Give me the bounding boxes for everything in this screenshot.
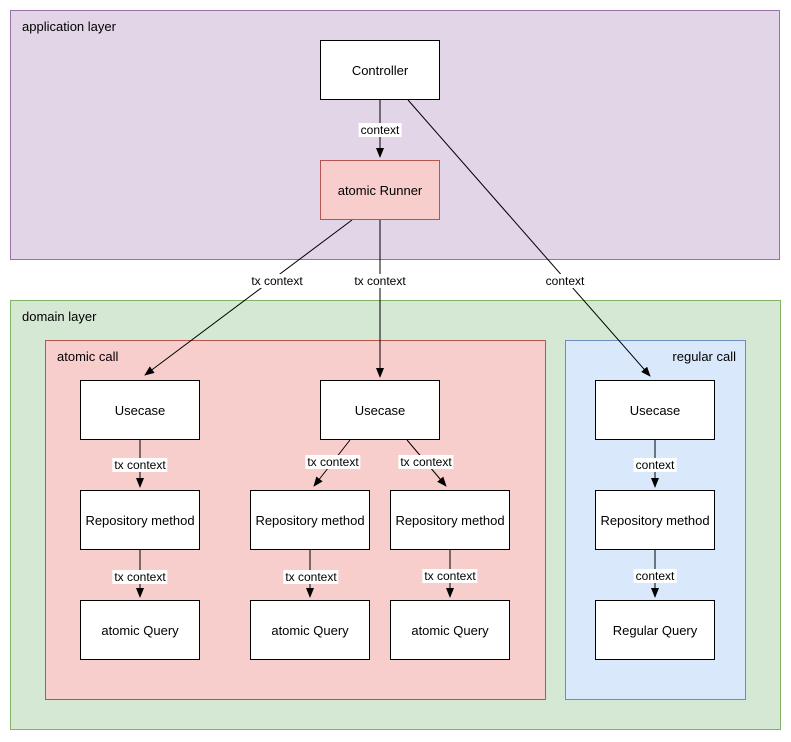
node-repository-atomic-2: Repository method: [250, 490, 370, 550]
node-query-atomic-3: atomic Query: [390, 600, 510, 660]
node-controller-label: Controller: [351, 62, 409, 78]
node-usecase-atomic-1: Usecase: [80, 380, 200, 440]
node-usecase-regular-label: Usecase: [629, 402, 681, 418]
node-usecase-atomic-1-label: Usecase: [114, 402, 166, 418]
application-layer-label: application layer: [22, 19, 116, 34]
atomic-call-label: atomic call: [57, 349, 119, 364]
regular-call-label: regular call: [672, 349, 736, 364]
edge-label-regular-usecase-to-repo: context: [633, 458, 677, 472]
edge-label-repo1-to-query1: tx context: [112, 570, 168, 584]
node-usecase-regular: Usecase: [595, 380, 715, 440]
edge-label-controller-to-runner: context: [358, 123, 402, 137]
node-repository-atomic-1: Repository method: [80, 490, 200, 550]
node-query-atomic-2: atomic Query: [250, 600, 370, 660]
node-query-atomic-1: atomic Query: [80, 600, 200, 660]
node-repository-atomic-1-label: Repository method: [85, 512, 195, 528]
node-usecase-atomic-2: Usecase: [320, 380, 440, 440]
node-atomic-runner-label: atomic Runner: [337, 182, 423, 198]
node-controller: Controller: [320, 40, 440, 100]
domain-layer-label: domain layer: [22, 309, 97, 324]
node-query-atomic-2-label: atomic Query: [271, 622, 349, 638]
node-query-atomic-1-label: atomic Query: [101, 622, 179, 638]
edge-label-repo3-to-query3: tx context: [422, 569, 478, 583]
edge-label-usecase2-to-repo2: tx context: [305, 455, 361, 469]
node-repository-atomic-2-label: Repository method: [255, 512, 365, 528]
edge-label-regular-repo-to-query: context: [633, 569, 677, 583]
edge-label-usecase2-to-repo3: tx context: [398, 455, 454, 469]
node-query-regular: Regular Query: [595, 600, 715, 660]
node-query-atomic-3-label: atomic Query: [411, 622, 489, 638]
node-atomic-runner: atomic Runner: [320, 160, 440, 220]
edge-label-usecase1-to-repo1: tx context: [112, 458, 168, 472]
node-repository-regular-label: Repository method: [600, 512, 710, 528]
node-usecase-atomic-2-label: Usecase: [354, 402, 406, 418]
node-repository-atomic-3-label: Repository method: [395, 512, 505, 528]
edge-label-controller-to-regular-usecase: context: [543, 274, 587, 288]
edge-label-runner-to-usecase-1: tx context: [249, 274, 305, 288]
node-repository-regular: Repository method: [595, 490, 715, 550]
node-query-regular-label: Regular Query: [612, 622, 698, 638]
node-repository-atomic-3: Repository method: [390, 490, 510, 550]
edge-label-repo2-to-query2: tx context: [283, 570, 339, 584]
edge-label-runner-to-usecase-2: tx context: [352, 274, 408, 288]
